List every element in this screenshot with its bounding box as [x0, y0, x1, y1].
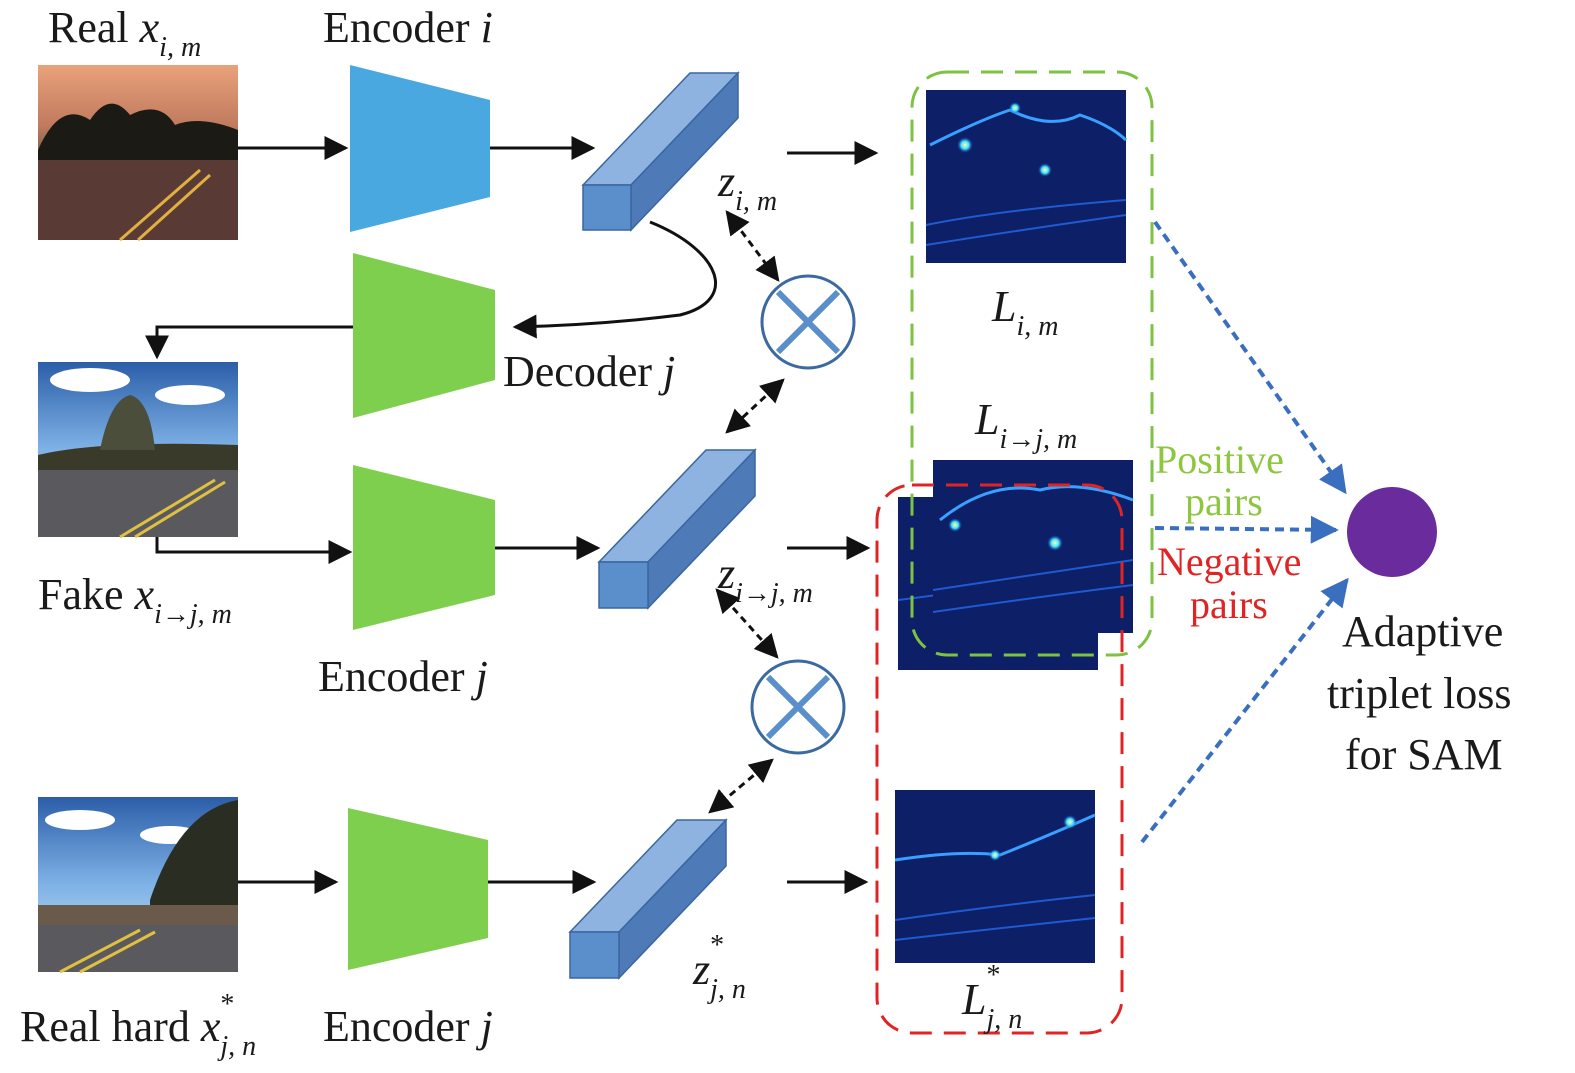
real-hard-image — [38, 797, 238, 974]
L-ijm-label: Li→j, m — [975, 395, 1078, 455]
fake-image-label: Fake xi→j, m — [38, 570, 232, 630]
dashed-double-arrows — [708, 210, 785, 814]
real-hard-image-label: Real hard x*j, n — [20, 989, 257, 1062]
z-ijm-label: zi→j, m — [718, 549, 813, 609]
fake-image-bluesky — [38, 362, 238, 539]
encoder-i-label: Encoder i — [323, 3, 493, 52]
feature-block-z-im — [581, 71, 740, 232]
solid-arrows — [145, 136, 879, 894]
feature-block-z-ijm — [597, 448, 757, 610]
encoder-j2-label: Encoder j — [323, 1002, 493, 1051]
encoder-j-label: Encoder j — [318, 652, 488, 701]
real-image-label: Real xi, m — [48, 3, 202, 63]
adaptive-triplet-loss-node — [1347, 487, 1437, 577]
loss-label-line2: triplet loss — [1327, 669, 1512, 718]
negative-pairs-box — [875, 483, 1124, 1035]
encoder-j-shape — [353, 465, 495, 630]
multiply-circle-1 — [760, 274, 856, 370]
positive-pairs-label-line2: pairs — [1185, 479, 1263, 524]
negative-pairs-label-line2: pairs — [1190, 582, 1268, 627]
z-jn-label: z*j, n — [693, 930, 746, 1005]
z-im-label: zi, m — [718, 157, 778, 217]
heatmap-L-jn — [894, 790, 1096, 963]
encoder-i-shape — [350, 65, 490, 232]
multiply-circle-2 — [750, 659, 846, 755]
real-image-sunset — [38, 65, 238, 242]
heatmap-L-im — [925, 90, 1128, 263]
L-im-label: Li, m — [992, 282, 1059, 342]
L-jn-label: L*j, n — [962, 960, 1023, 1035]
decoder-j-label: Decoder j — [503, 347, 676, 396]
feature-block-z-jn — [568, 818, 728, 980]
loss-label-line3: for SAM — [1345, 730, 1503, 779]
loss-label-line1: Adaptive — [1342, 607, 1504, 656]
positive-pairs-label-line1: Positive — [1155, 437, 1284, 482]
negative-pairs-label-line1: Negative — [1157, 539, 1302, 584]
decoder-j-shape — [353, 253, 495, 418]
encoder-j2-shape — [348, 808, 488, 970]
blue-dotted-arrows — [1140, 220, 1349, 844]
positive-pairs-box — [910, 70, 1154, 657]
